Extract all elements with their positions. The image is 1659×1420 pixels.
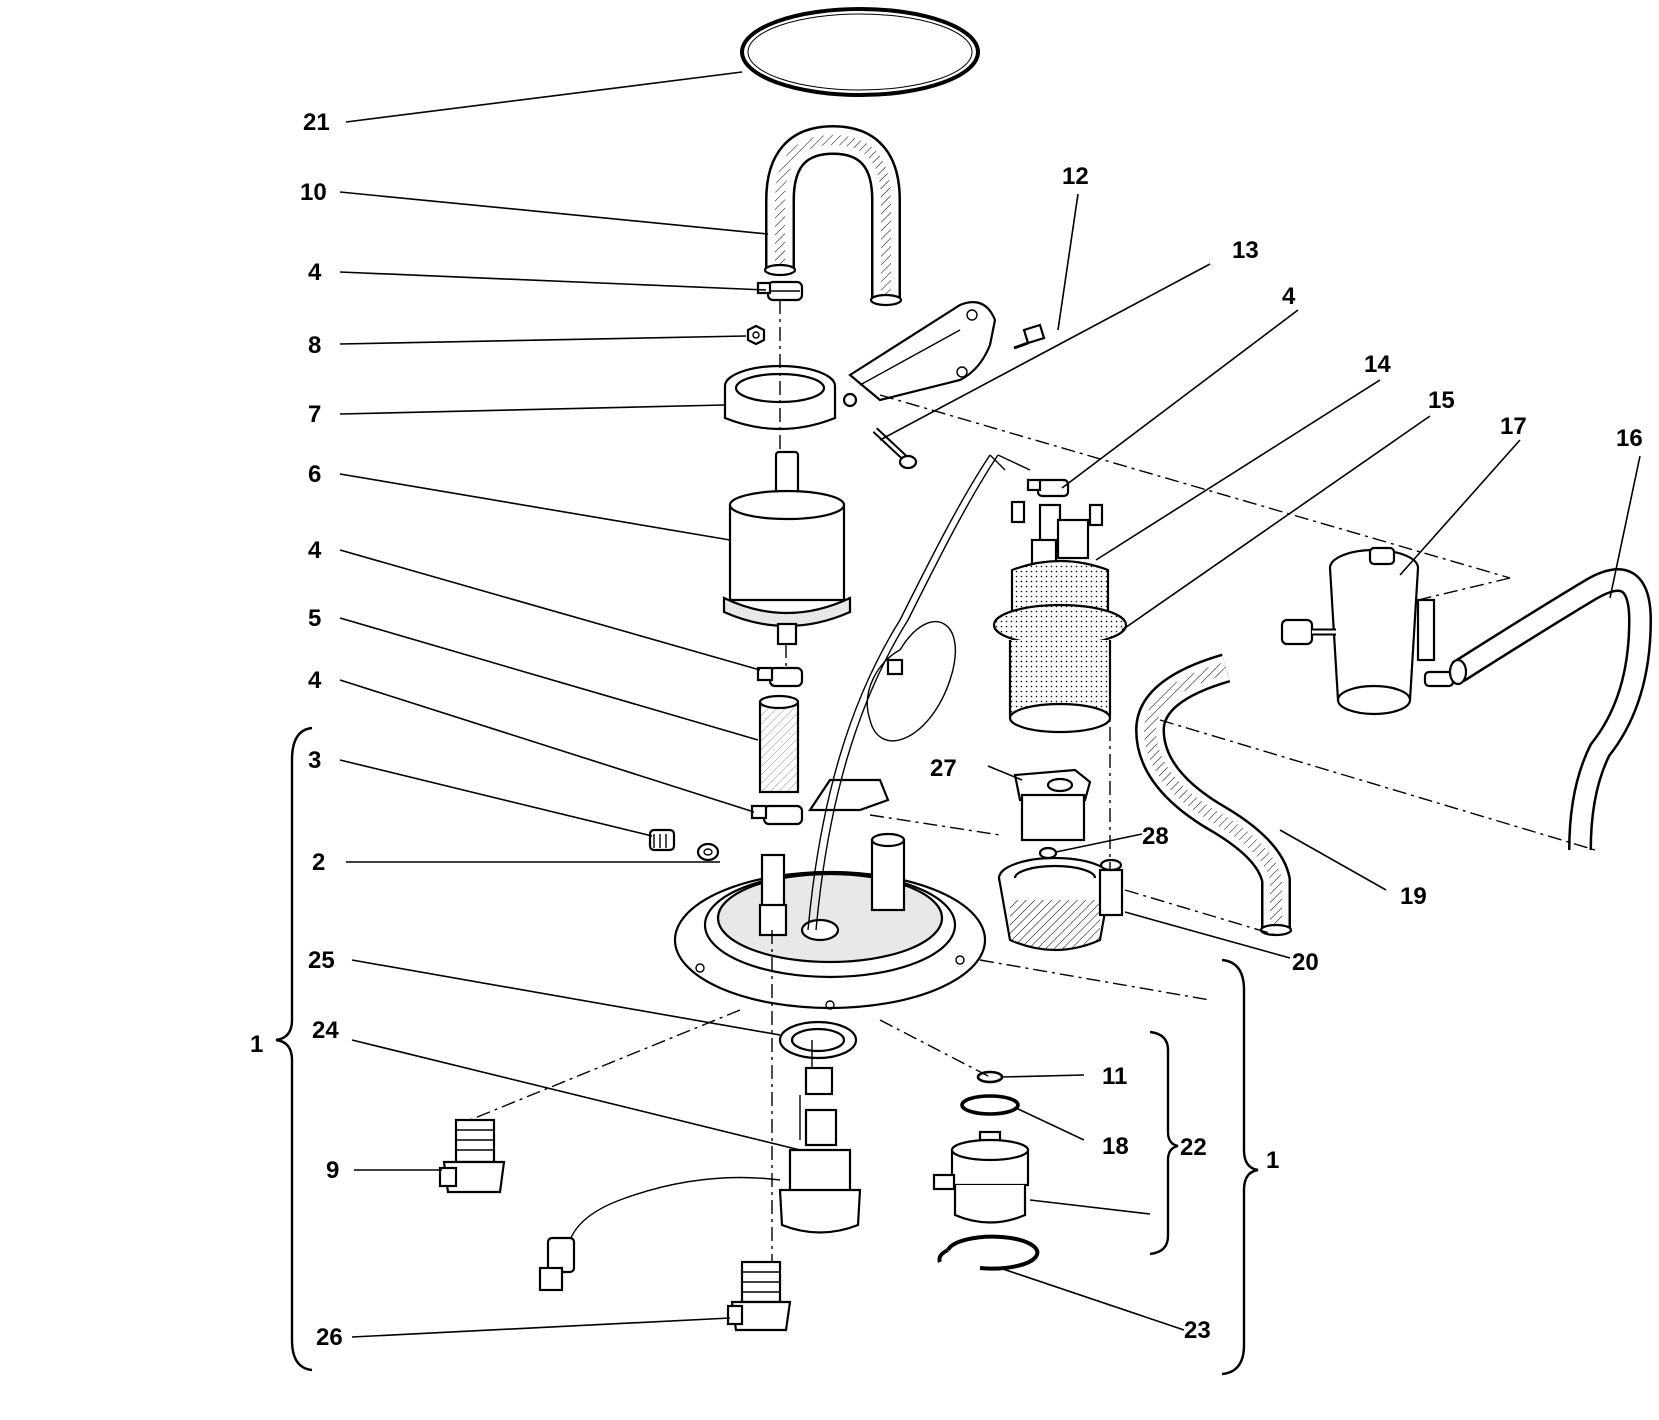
- label-13: 13: [1232, 237, 1259, 264]
- label-19: 19: [1400, 883, 1427, 910]
- label-3: 3: [308, 747, 321, 774]
- label-1-left: 1: [250, 1031, 263, 1058]
- strainer-part: [997, 856, 1124, 952]
- fuel-filter-part: [722, 450, 852, 646]
- bolt-part: [872, 427, 918, 470]
- assembly-dash-lines: [469, 300, 1596, 1262]
- callout-labels: 21 10 4 8 7 6 4 5 4 3 2 25 24 1 9 26 12 …: [250, 109, 1643, 1351]
- hose-hatched-part: [1134, 653, 1293, 937]
- label-22: 22: [1180, 1134, 1207, 1161]
- hose-clamp-lower-part: [750, 804, 804, 826]
- label-18: 18: [1102, 1133, 1129, 1160]
- label-5: 5: [308, 605, 321, 632]
- brace-right: [1221, 958, 1259, 1376]
- o-ring-part: [960, 1094, 1020, 1116]
- nut-part: [746, 324, 766, 346]
- gasket-part: [778, 1020, 858, 1060]
- label-4-lower: 4: [308, 667, 322, 694]
- connector-fitting-bottom-part: [726, 1260, 792, 1332]
- label-15: 15: [1428, 387, 1455, 414]
- label-12: 12: [1062, 163, 1089, 190]
- regulator-upper-part: [1280, 546, 1455, 716]
- label-1-right: 1: [1266, 1147, 1279, 1174]
- label-25: 25: [308, 947, 335, 974]
- snap-ring-part: [937, 1234, 1040, 1271]
- label-6: 6: [308, 461, 321, 488]
- label-7: 7: [308, 401, 321, 428]
- label-27: 27: [930, 755, 957, 782]
- clip-part: [1038, 846, 1058, 860]
- leader-lines: [339, 71, 1641, 1338]
- o-ring-seal-part: [740, 7, 980, 97]
- label-4-pump: 4: [1282, 283, 1296, 310]
- label-2: 2: [312, 849, 325, 876]
- screw-part: [1013, 323, 1046, 350]
- fuel-pump-part: [992, 503, 1128, 734]
- label-4-top: 4: [308, 259, 322, 286]
- label-11: 11: [1102, 1063, 1127, 1090]
- label-8: 8: [308, 332, 321, 359]
- filter-bracket-part: [723, 301, 997, 431]
- label-4-middle: 4: [308, 537, 322, 564]
- connector-fitting-left-part: [438, 1118, 506, 1194]
- hose-clamp-pump-part: [1026, 478, 1070, 498]
- label-23: 23: [1184, 1317, 1211, 1344]
- brace-left: [275, 726, 313, 1372]
- brace-22: [1149, 1030, 1179, 1256]
- label-21: 21: [303, 109, 330, 136]
- small-o-ring-part: [976, 1070, 1004, 1084]
- label-14: 14: [1364, 351, 1391, 378]
- label-16: 16: [1616, 425, 1643, 452]
- u-hose-part: [763, 124, 903, 307]
- label-10: 10: [300, 179, 327, 206]
- label-20: 20: [1292, 949, 1319, 976]
- plug-part: [648, 828, 720, 862]
- hose-right-part: [1448, 568, 1653, 851]
- level-sensor-part: [538, 1040, 862, 1292]
- hose-clamp-top-part: [756, 280, 804, 302]
- wiring-harness: [807, 454, 1104, 931]
- label-9: 9: [326, 1157, 339, 1184]
- short-hose-part: [758, 694, 800, 794]
- label-28: 28: [1142, 823, 1169, 850]
- hose-clamp-middle-part: [756, 666, 804, 688]
- label-24: 24: [312, 1017, 339, 1044]
- pump-bracket-part: [1013, 768, 1092, 842]
- label-17: 17: [1500, 413, 1527, 440]
- regulator-lower-part: [932, 1130, 1030, 1224]
- label-26: 26: [316, 1324, 343, 1351]
- pump-base-plate-part: [673, 778, 987, 1010]
